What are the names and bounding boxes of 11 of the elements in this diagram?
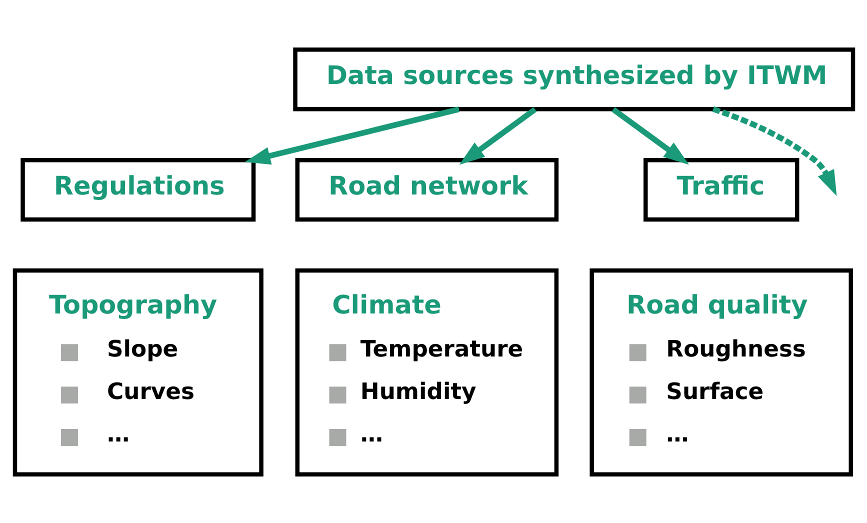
arrow [611,106,689,164]
node-box: Traffic [643,157,799,222]
arrow [244,106,460,164]
arrow [458,106,536,164]
arrow [712,106,836,196]
node-box: Road network [294,157,558,222]
node-box: Regulations [20,157,256,222]
node-box: Road quality Roughness Surface … [589,268,853,476]
node-box: Topography Slope Curves … [12,268,263,476]
node-box: Data sources synthesized by ITWM [292,47,855,111]
node-box: Climate Temperature Humidity … [294,268,558,476]
